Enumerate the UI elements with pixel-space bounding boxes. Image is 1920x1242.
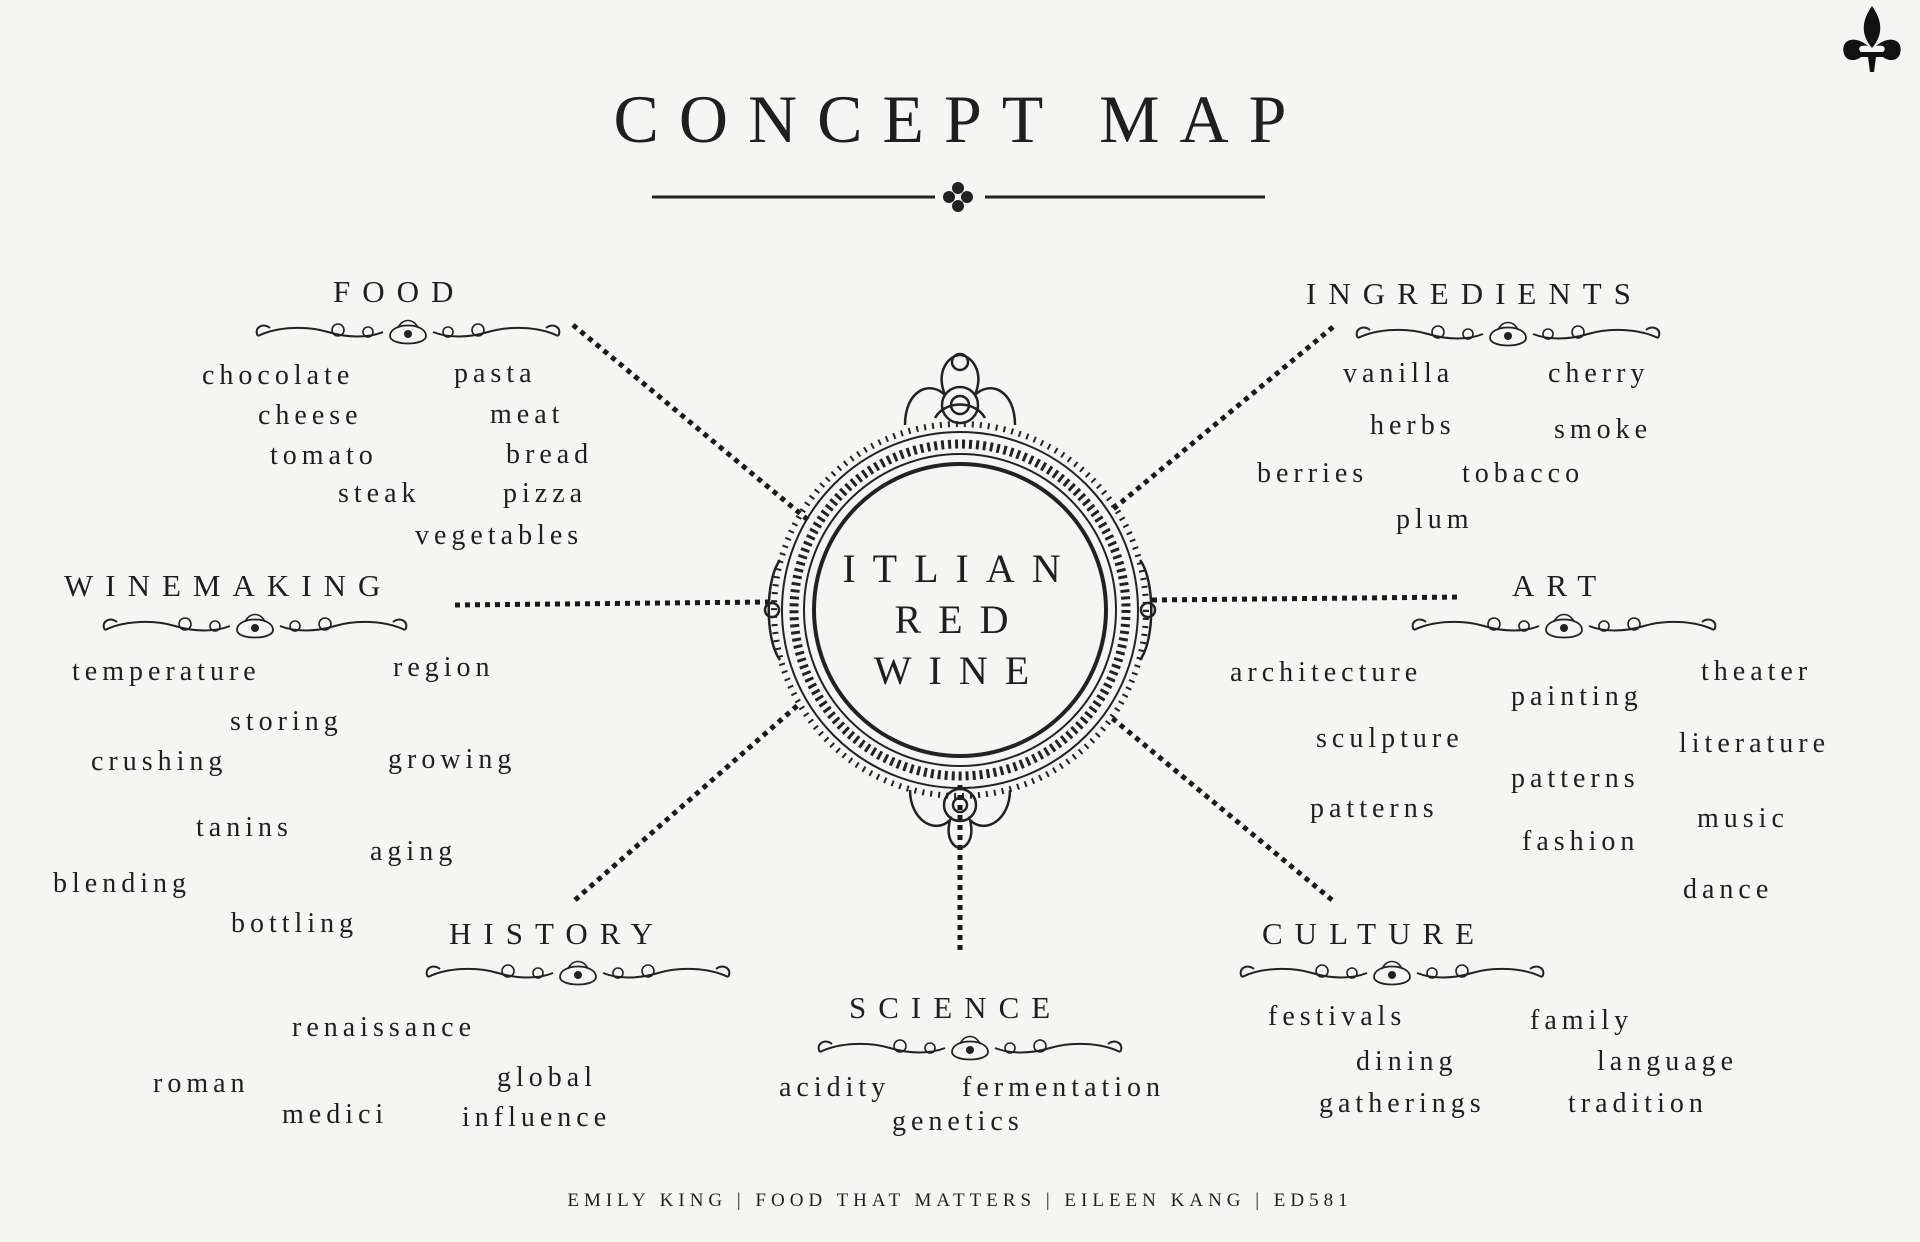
history-word: global xyxy=(497,1062,597,1093)
food-word: vegetables xyxy=(415,520,584,551)
connector-art xyxy=(1151,594,1463,603)
food-word: pizza xyxy=(503,478,588,509)
history-word: influence xyxy=(462,1102,612,1133)
culture-word: tradition xyxy=(1568,1088,1708,1119)
frame-crest-bottom xyxy=(908,787,1012,850)
connector-history xyxy=(573,703,800,902)
connector-winemaking xyxy=(454,599,769,608)
food-word: tomato xyxy=(270,440,378,471)
winemaking-word: temperature xyxy=(72,656,261,687)
ingredients-word: berries xyxy=(1257,458,1369,489)
art-word: painting xyxy=(1511,681,1643,712)
ingredients-word: cherry xyxy=(1548,358,1650,389)
winemaking-word: storing xyxy=(230,706,343,737)
art-word: patterns xyxy=(1511,763,1640,794)
culture-word: gatherings xyxy=(1319,1088,1486,1119)
art-word: patterns xyxy=(1310,793,1439,824)
center-line-3: WINE xyxy=(873,648,1047,693)
heading-art: ART xyxy=(1512,568,1609,603)
swirl-winemaking xyxy=(102,613,408,639)
heading-culture: CULTURE xyxy=(1262,916,1487,951)
ingredients-word: plum xyxy=(1396,504,1474,535)
art-word: dance xyxy=(1683,874,1774,905)
center-line-2: RED xyxy=(894,597,1026,642)
winemaking-word: aging xyxy=(370,836,458,867)
culture-word: family xyxy=(1530,1005,1634,1036)
connector-lines xyxy=(454,323,1463,950)
footer-credits: EMILY KING | FOOD THAT MATTERS | EILEEN … xyxy=(567,1190,1353,1211)
connector-culture xyxy=(1110,716,1334,902)
culture-word: language xyxy=(1597,1046,1739,1077)
ingredients-word: tobacco xyxy=(1462,458,1585,489)
ingredients-word: vanilla xyxy=(1343,358,1455,389)
center-frame xyxy=(763,352,1157,850)
art-word: fashion xyxy=(1522,826,1640,857)
title-divider xyxy=(652,182,1265,212)
science-word: genetics xyxy=(892,1106,1024,1137)
ingredients-word: smoke xyxy=(1554,414,1653,445)
swirl-history xyxy=(425,960,731,986)
ingredients-word: herbs xyxy=(1370,410,1456,441)
heading-ingredients: INGREDIENTS xyxy=(1306,276,1643,311)
swirl-food xyxy=(255,319,561,345)
food-word: cheese xyxy=(258,400,363,431)
culture-word: festivals xyxy=(1268,1001,1407,1032)
swirl-science xyxy=(817,1035,1123,1061)
art-word: sculpture xyxy=(1316,723,1464,754)
heading-history: HISTORY xyxy=(449,916,666,951)
winemaking-word: tanins xyxy=(196,812,293,843)
frame-crest-top xyxy=(903,352,1017,426)
history-word: renaissance xyxy=(292,1012,477,1043)
art-word: music xyxy=(1697,803,1789,834)
winemaking-word: blending xyxy=(53,868,191,899)
food-word: pasta xyxy=(454,358,537,389)
winemaking-word: growing xyxy=(388,744,517,775)
winemaking-word: region xyxy=(393,652,495,683)
history-word: roman xyxy=(153,1068,250,1099)
science-word: fermentation xyxy=(962,1072,1166,1103)
frame-side-ornaments xyxy=(763,559,1157,661)
fleur-de-lis-icon xyxy=(1843,6,1901,72)
center-line-1: ITLIAN xyxy=(842,546,1078,591)
connector-ingredients xyxy=(1110,325,1335,512)
science-word: acidity xyxy=(779,1072,891,1103)
heading-winemaking: WINEMAKING xyxy=(64,568,393,603)
history-word: medici xyxy=(282,1099,389,1130)
art-word: literature xyxy=(1679,728,1831,759)
food-word: steak xyxy=(338,478,421,509)
page-title: CONCEPT MAP xyxy=(613,81,1307,157)
heading-food: FOOD xyxy=(333,274,466,309)
art-word: theater xyxy=(1701,656,1813,687)
food-word: chocolate xyxy=(202,360,355,391)
winemaking-word: crushing xyxy=(91,746,228,777)
culture-word: dining xyxy=(1356,1046,1458,1077)
food-word: meat xyxy=(490,399,565,430)
swirl-art xyxy=(1411,613,1717,639)
food-word: bread xyxy=(506,439,594,470)
swirl-culture xyxy=(1239,960,1545,986)
heading-science: SCIENCE xyxy=(849,990,1063,1025)
swirl-ingredients xyxy=(1355,321,1661,347)
connector-food xyxy=(571,323,810,522)
winemaking-word: bottling xyxy=(231,908,359,939)
art-word: architecture xyxy=(1230,657,1423,688)
